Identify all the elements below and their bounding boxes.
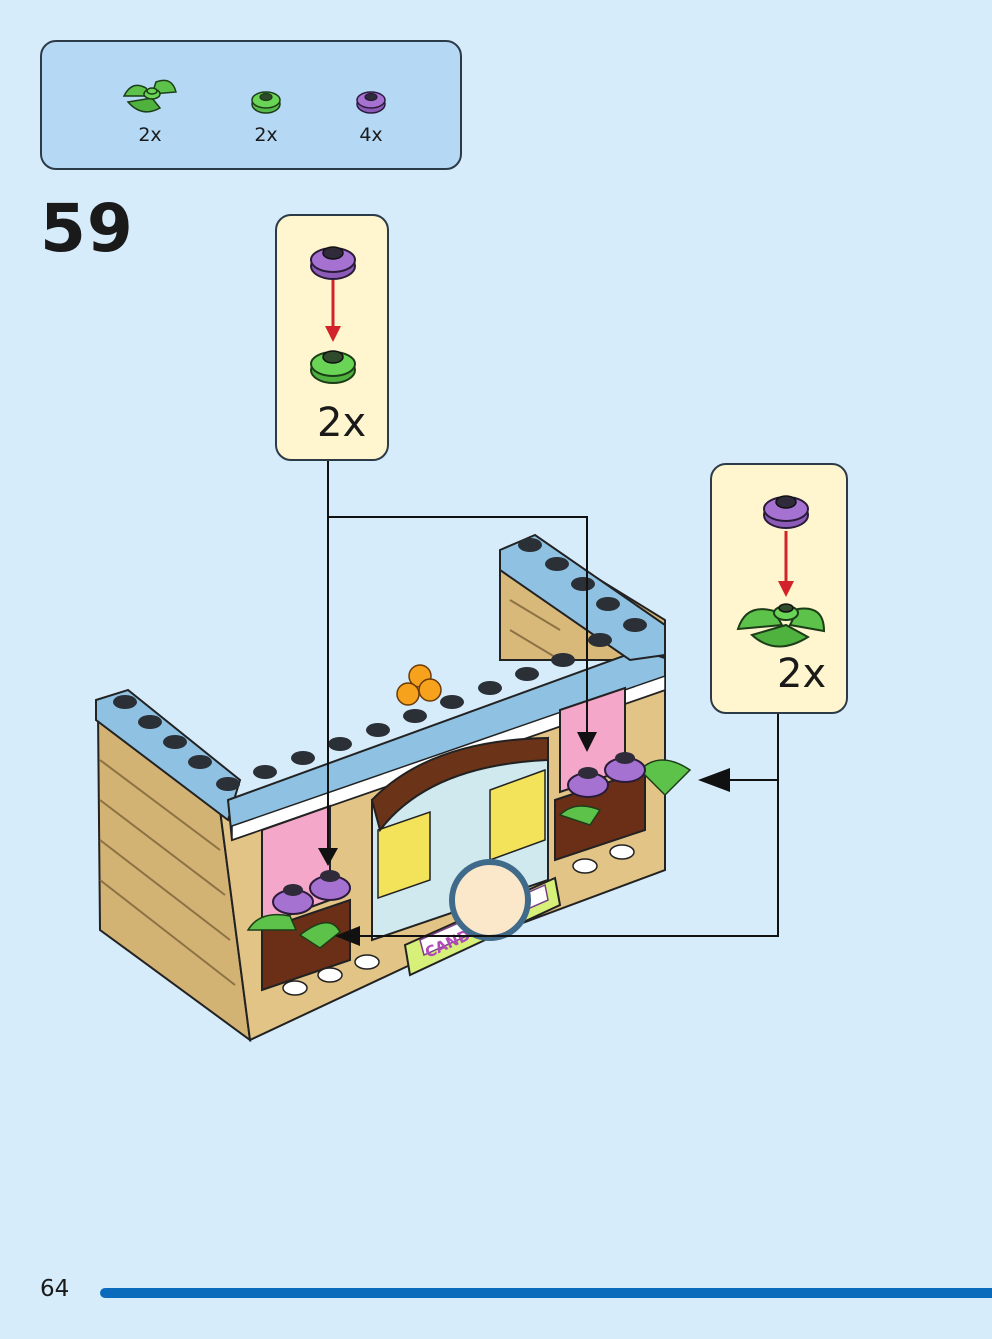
left-flowers — [246, 870, 351, 949]
purple-flower-plate-icon — [356, 91, 386, 114]
sub-assembly-callout-left: 2x — [275, 214, 389, 461]
progress-bar — [100, 1288, 992, 1298]
callout-connector-left — [327, 461, 588, 860]
callout-qty: 2x — [317, 400, 367, 446]
sub-assembly-diagram — [310, 246, 356, 384]
part-qty: 2x — [138, 124, 162, 146]
arrow-head — [318, 848, 338, 866]
purple-flower-plate-icon — [310, 246, 356, 280]
red-arrow-head — [325, 326, 341, 342]
callout-qty: 2x — [777, 651, 827, 697]
base-studs — [282, 844, 635, 996]
arrow-head — [577, 732, 597, 752]
sub-assembly-callout-right: 2x — [710, 463, 848, 714]
green-round-plate-icon — [251, 91, 281, 114]
part-item-round: 2x — [242, 86, 290, 146]
red-arrow-head — [778, 581, 794, 597]
parts-list-box: 2x 2x 4x — [40, 40, 462, 170]
page-number: 64 — [40, 1276, 70, 1302]
arrow-head — [698, 768, 730, 792]
part-qty: 2x — [254, 124, 278, 146]
arrow-head — [335, 926, 360, 946]
part-qty: 4x — [359, 124, 383, 146]
purple-flower-plate-icon — [763, 495, 809, 529]
roof-studs — [113, 538, 647, 791]
part-item-flower: 4x — [347, 86, 395, 146]
brick-lines — [99, 599, 561, 986]
green-leaf-plate-icon — [122, 79, 177, 113]
step-number: 59 — [40, 190, 134, 267]
sub-assembly-diagram — [736, 495, 826, 648]
orange-decoration — [396, 664, 442, 706]
lollipop-sign — [449, 859, 531, 941]
roof-trim-right — [499, 533, 666, 662]
awning — [370, 736, 549, 833]
green-leaf-plate-icon — [736, 603, 826, 648]
right-flowers — [558, 752, 692, 826]
part-item-leaf: 2x — [118, 72, 182, 146]
green-round-plate-icon — [310, 350, 356, 384]
